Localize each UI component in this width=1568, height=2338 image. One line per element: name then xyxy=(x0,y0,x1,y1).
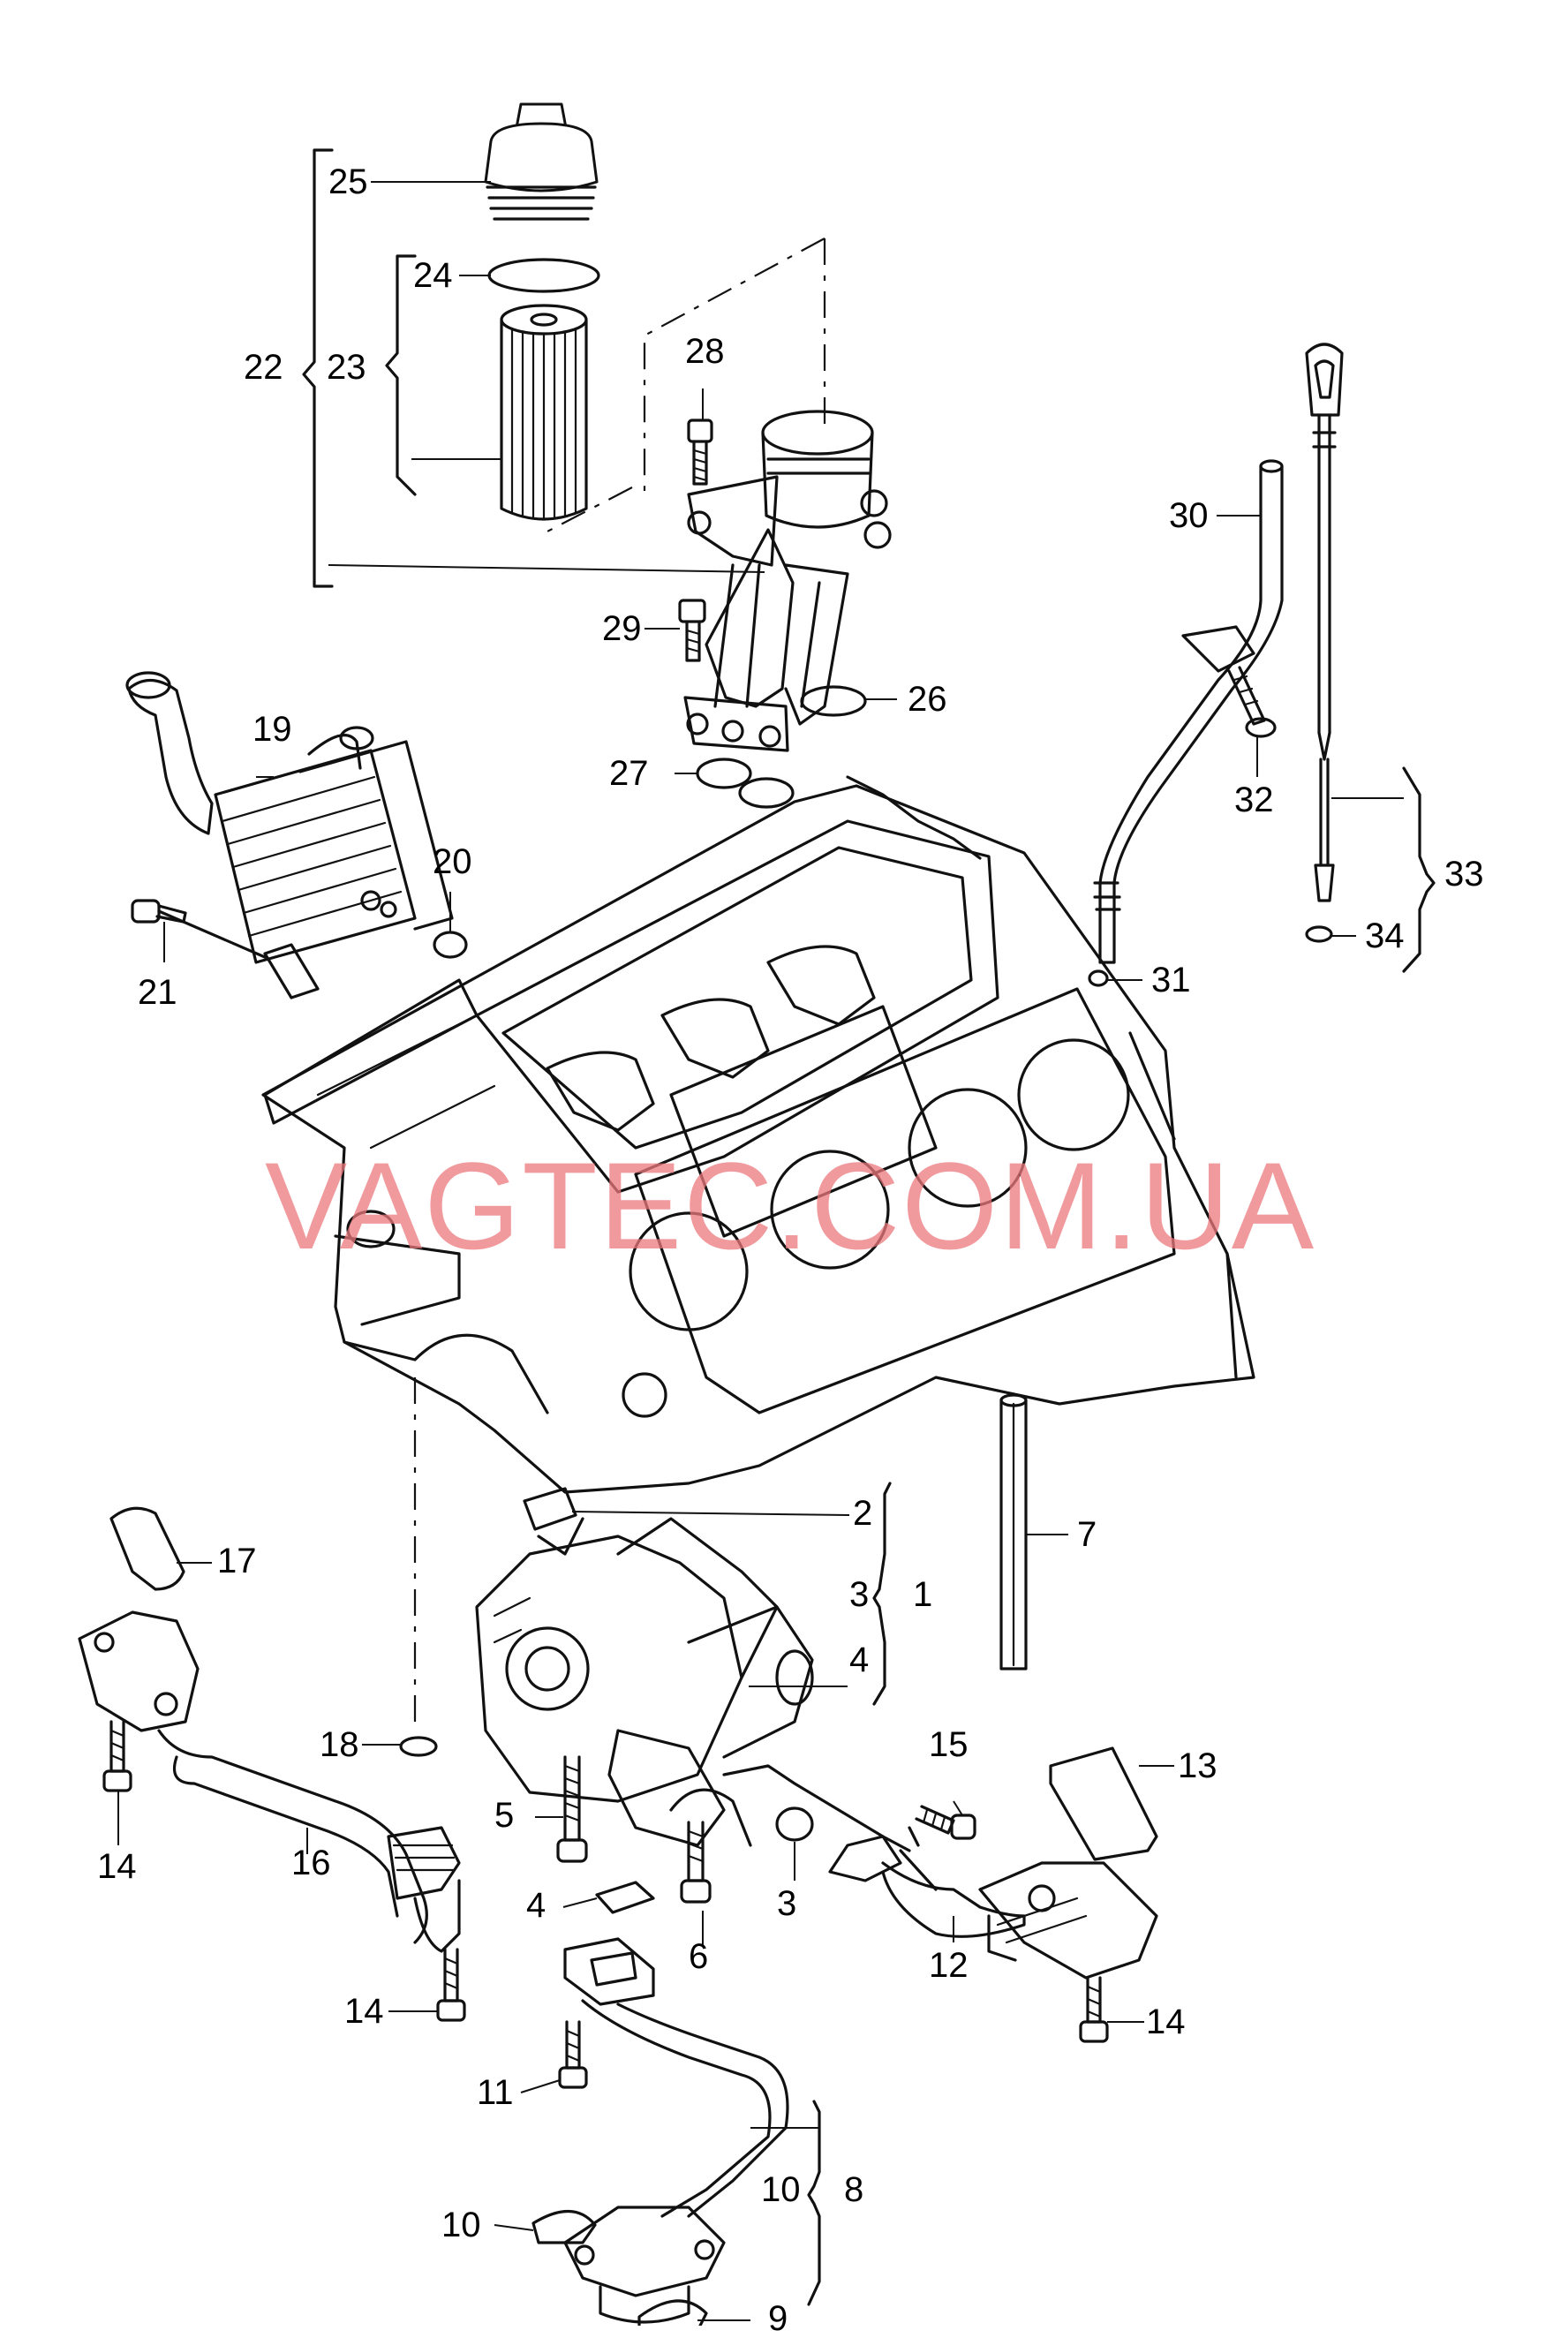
dipstick-seal-34 xyxy=(1305,925,1333,943)
callout-25: 25 xyxy=(328,162,368,201)
seal-ring-27b xyxy=(738,777,795,809)
pipe-bolt-14b xyxy=(436,1948,466,2022)
oil-filter-housing xyxy=(683,410,892,752)
callout-13: 13 xyxy=(1178,1746,1217,1785)
guide-tube xyxy=(999,1393,1028,1671)
filter-housing-bolt-29 xyxy=(678,599,706,662)
pipe-gasket-13 xyxy=(1049,1746,1158,1861)
callout-7: 7 xyxy=(1077,1515,1097,1554)
callout-5: 5 xyxy=(494,1796,515,1835)
callout-4b: 4 xyxy=(526,1886,547,1925)
pickup-bolt-11 xyxy=(558,2020,588,2089)
callout-15: 15 xyxy=(929,1725,969,1764)
pump-bolt-5 xyxy=(556,1755,588,1863)
callout-28: 28 xyxy=(685,332,725,371)
callout-32: 32 xyxy=(1234,781,1274,819)
bracket-33 xyxy=(1402,766,1436,973)
callout-10b: 10 xyxy=(761,2170,801,2209)
callout-10a: 10 xyxy=(441,2206,481,2244)
seal-ring-26 xyxy=(800,685,867,717)
callout-6: 6 xyxy=(689,1937,709,1976)
oil-pickup-tube xyxy=(563,1937,789,2324)
leader-lines xyxy=(117,181,1404,2321)
callout-11: 11 xyxy=(477,2073,514,2112)
pipe-gasket-17 xyxy=(109,1506,185,1591)
retaining-clip-10 xyxy=(531,2209,597,2244)
oil-filter-element xyxy=(500,304,588,521)
callout-14b: 14 xyxy=(344,1992,384,2031)
left-oil-pipe xyxy=(78,1610,461,1953)
callout-9: 9 xyxy=(768,2299,788,2338)
bracket-22 xyxy=(302,148,334,588)
callout-14a: 14 xyxy=(97,1847,137,1886)
callout-29: 29 xyxy=(602,609,642,648)
callout-20: 20 xyxy=(433,842,472,881)
callout-22: 22 xyxy=(244,348,283,387)
oil-pump xyxy=(475,1517,814,1847)
dipstick-guide-tube xyxy=(1093,459,1284,964)
oil-dipstick xyxy=(1305,343,1344,902)
callout-21: 21 xyxy=(138,973,177,1012)
seal-ring-27a xyxy=(696,758,752,789)
filter-o-ring xyxy=(487,258,600,293)
engine-block xyxy=(261,775,1255,1494)
guide-bolt-32 xyxy=(1227,666,1277,738)
callout-16: 16 xyxy=(291,1844,331,1882)
cooler-seal-20 xyxy=(433,931,468,959)
watermark-text: VAGTEC.COM.UA xyxy=(265,1136,1316,1275)
pump-bolt-6 xyxy=(680,1821,712,1904)
callout-12: 12 xyxy=(929,1946,969,1985)
callout-14c: 14 xyxy=(1146,2002,1186,2041)
callout-34: 34 xyxy=(1365,916,1405,955)
callout-30: 30 xyxy=(1169,496,1209,535)
callout-24: 24 xyxy=(413,256,453,295)
callout-27: 27 xyxy=(609,754,649,793)
callout-31: 31 xyxy=(1151,961,1191,999)
callout-33: 33 xyxy=(1444,855,1484,894)
bracket-8 xyxy=(807,2100,821,2306)
callout-23: 23 xyxy=(327,348,366,387)
cooler-bolt-21 xyxy=(131,899,267,959)
oil-filter-cap xyxy=(484,102,599,221)
pipe-bolt-14a xyxy=(102,1720,132,1792)
callout-8: 8 xyxy=(844,2170,864,2209)
pipe-bolt-15 xyxy=(915,1805,976,1840)
retaining-clip-9 xyxy=(637,2299,708,2326)
bracket-23 xyxy=(385,254,417,496)
pump-o-ring-3 xyxy=(775,1806,814,1842)
oil-cooler xyxy=(125,671,454,999)
dipstick-seal-31 xyxy=(1088,969,1109,987)
callout-4a: 4 xyxy=(849,1640,870,1679)
callout-19: 19 xyxy=(253,710,292,749)
pipe-bolt-14c xyxy=(1079,1976,1109,2043)
filter-housing-bolt-28 xyxy=(687,419,713,486)
pump-gasket-2 xyxy=(523,1487,577,1531)
callout-3b: 3 xyxy=(777,1884,797,1923)
right-oil-pipe xyxy=(722,1764,1158,1980)
seal-ring-18 xyxy=(399,1736,438,1757)
callout-2: 2 xyxy=(853,1494,873,1533)
callout-18: 18 xyxy=(320,1725,359,1764)
callout-17: 17 xyxy=(217,1542,257,1580)
callout-26: 26 xyxy=(908,680,947,719)
callout-1: 1 xyxy=(913,1575,933,1614)
bracket-1 xyxy=(872,1482,892,1706)
callout-3a: 3 xyxy=(849,1575,870,1614)
pump-gasket-4 xyxy=(595,1881,655,1914)
